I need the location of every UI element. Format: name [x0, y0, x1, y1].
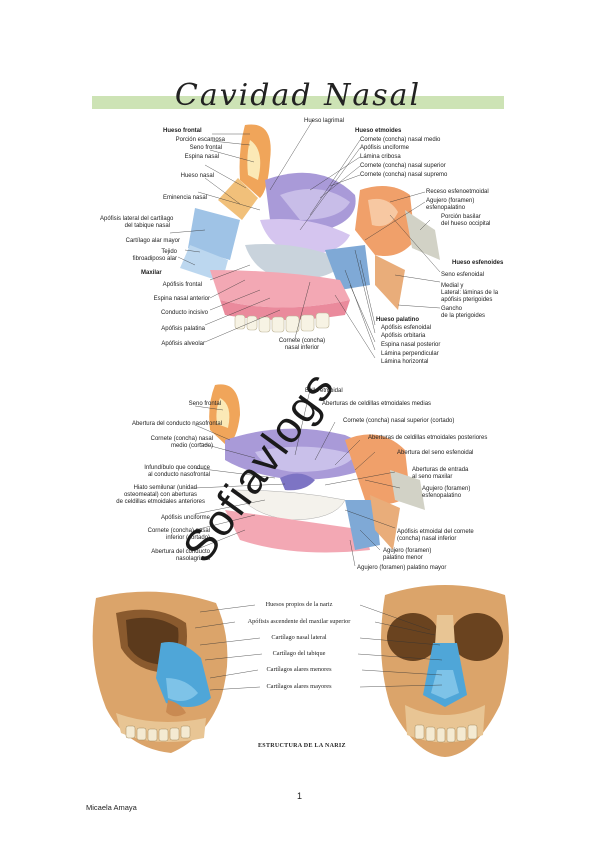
label: Seno frontal: [189, 145, 222, 151]
label: Abertura del conducto: [151, 549, 210, 555]
label: al seno maxilar: [412, 474, 453, 480]
label: Cornete (concha) nasal supremo: [360, 172, 448, 178]
label: Aberturas de celdillas etmoidales medias: [322, 401, 432, 407]
label: Apófisis ascendente del maxilar superior: [247, 618, 351, 625]
label: Cartílago alar mayor: [125, 238, 180, 244]
label: apófisis pterigoides: [441, 297, 493, 303]
nasal-meatus-openings-illustration: [195, 384, 425, 567]
label: de celdillas etmoidales anteriores: [116, 499, 205, 505]
skull-frontal-illustration: [381, 585, 509, 757]
label: al conducto nasofrontal: [147, 472, 210, 478]
label: Apófisis esfenoidal: [381, 325, 432, 331]
label: Apófisis palatina: [161, 326, 205, 332]
label: Tejido: [161, 249, 177, 255]
label-hueso-frontal: Hueso frontal: [163, 128, 202, 134]
label: Apófisis frontal: [162, 282, 202, 288]
label: Gancho: [441, 306, 463, 312]
label: Cartílagos alares menores: [266, 666, 332, 673]
label: Aberturas de entrada: [412, 467, 469, 473]
label: nasolagrimal: [175, 556, 210, 562]
label: nasal inferior: [284, 345, 320, 351]
label: Espina nasal anterior: [153, 296, 210, 302]
label: Lámina horizontal: [381, 359, 429, 365]
structure-leader-lines: [194, 604, 443, 691]
label: Hiato semilunar (unidad: [133, 485, 197, 491]
label: esfenopalatino: [422, 493, 462, 499]
label: Porción basilar: [441, 214, 481, 220]
label: osteomeatal) con aberturas: [123, 492, 197, 498]
label: medio (cortado): [170, 443, 213, 449]
label: Cornete (concha) nasal superior (cortado…: [343, 418, 455, 424]
label: Lámina perpendicular: [381, 351, 439, 357]
label: Infundíbulo que conduce: [144, 465, 210, 471]
label-hueso-etmoides: Hueso etmoides: [355, 128, 402, 134]
label: Agujero (foramen): [383, 548, 432, 554]
label: Lámina cribosa: [360, 154, 401, 160]
label-hueso-esfenoides: Hueso esfenoides: [452, 260, 504, 266]
label: Lateral: láminas de la: [441, 290, 499, 296]
label: Apófisis etmoidal del cornete: [397, 529, 474, 535]
label: Receso esfenoetmoidal: [426, 189, 489, 195]
label: Huesos propios de la nariz: [265, 601, 333, 608]
label: inferior (cortado): [165, 535, 210, 541]
label: Bulla etmoidal: [305, 388, 343, 394]
label: palatino menor: [383, 555, 423, 561]
label-hueso-palatino: Hueso palatino: [376, 317, 420, 323]
title-highlight-bar: [92, 96, 504, 109]
label: de la pterigoides: [441, 313, 486, 319]
label: Espina nasal posterior: [381, 342, 441, 348]
label: Cornete (concha) nasal: [150, 436, 213, 442]
label: Cornete (concha) nasal superior: [360, 163, 446, 169]
label: Apófisis alveolar: [161, 341, 205, 347]
label: Agujero (foramen): [422, 486, 471, 492]
label: Abertura del seno esfenoidal: [397, 450, 474, 456]
label: Apófisis unciforme: [360, 145, 410, 151]
label: Conducto incisivo: [160, 310, 208, 316]
label: Abertura del conducto nasofrontal: [131, 421, 222, 427]
label: (concha) nasal inferior: [397, 536, 457, 542]
label: Cornete (concha) nasal medio: [360, 137, 441, 143]
label: Porción escamosa: [175, 137, 225, 143]
label: Cartílagos alares mayores: [266, 683, 332, 690]
nasal-cavity-lateral-illustration: [169, 120, 441, 359]
label: Aberturas de celdillas etmoidales poster…: [368, 435, 488, 441]
label: Apófisis unciforme: [160, 515, 210, 521]
label: Eminencia nasal: [162, 195, 207, 201]
label: del tabique nasal: [124, 223, 170, 229]
label: Hueso nasal: [180, 173, 214, 179]
label: Cartílago nasal lateral: [271, 634, 327, 641]
skull-lateral-illustration: [92, 591, 228, 753]
author-name: Micaela Amaya: [86, 803, 137, 812]
label: Apófisis lateral del cartílago: [100, 216, 174, 222]
label: Apófisis orbitaria: [381, 333, 426, 339]
label: fibroadiposo alar: [132, 256, 177, 262]
label: Agujero (foramen) palatino mayor: [357, 565, 447, 571]
label: Agujero (foramen): [426, 198, 475, 204]
label: Espina nasal: [184, 154, 219, 160]
label: Cornete (concha): [278, 338, 326, 344]
label: esfenopalatino: [426, 205, 466, 211]
label: Medial y: [441, 283, 464, 289]
label-maxilar: Maxilar: [141, 270, 162, 276]
label: Cornete (concha) nasal: [147, 528, 210, 534]
page-number: 1: [296, 791, 302, 801]
page-title: Cavidad Nasal: [174, 78, 422, 113]
label: Hueso lagrimal: [304, 118, 345, 124]
label: Cartílago del tabique: [272, 650, 326, 657]
label: Seno esfenoidal: [441, 272, 485, 278]
figure-caption: ESTRUCTURA DE LA NARIZ: [258, 743, 346, 749]
label: del hueso occipital: [441, 221, 491, 227]
label: Seno frontal: [188, 401, 221, 407]
